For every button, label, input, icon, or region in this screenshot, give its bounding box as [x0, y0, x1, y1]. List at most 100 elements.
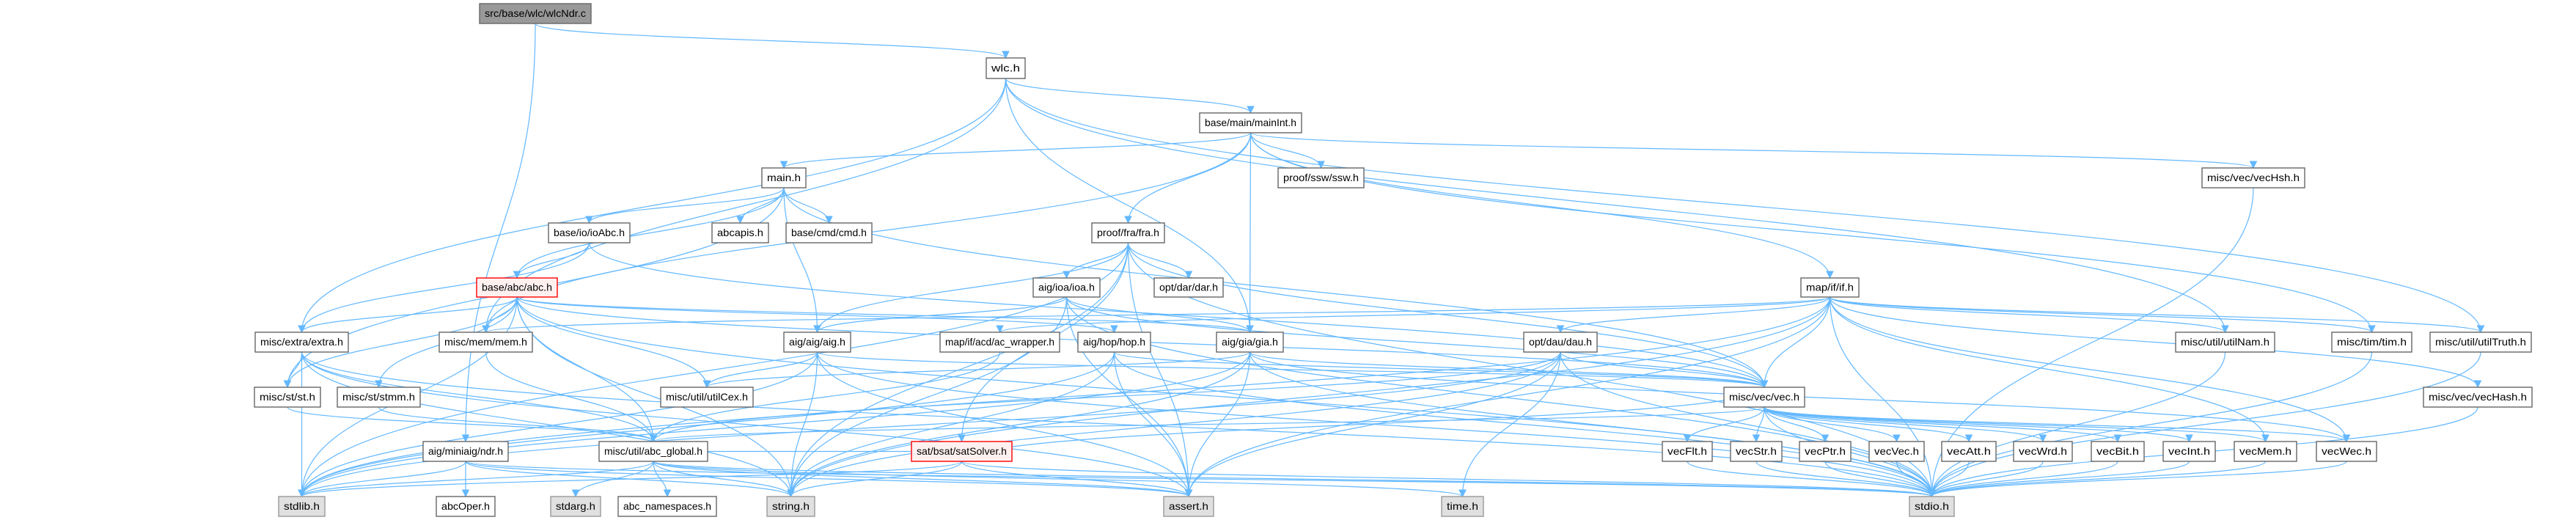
node-ioAbc[interactable]: base/io/ioAbc.h	[548, 222, 631, 243]
node-box[interactable]	[785, 222, 873, 243]
node-box[interactable]	[1799, 441, 1852, 462]
node-fra[interactable]: proof/fra/fra.h	[1091, 222, 1165, 243]
node-box[interactable]	[1277, 167, 1365, 188]
node-dar[interactable]: opt/dar/dar.h	[1153, 277, 1224, 298]
node-stdlib[interactable]: stdlib.h	[278, 496, 326, 517]
node-box[interactable]	[1199, 112, 1302, 133]
node-box[interactable]	[2162, 441, 2216, 462]
node-hop[interactable]: aig/hop/hop.h	[1077, 332, 1151, 353]
node-box[interactable]	[1163, 496, 1214, 517]
node-gia[interactable]: aig/gia/gia.h	[1216, 332, 1284, 353]
node-vecInt[interactable]: vecInt.h	[2162, 441, 2216, 462]
node-satSolver[interactable]: sat/bsat/satSolver.h	[911, 441, 1013, 462]
node-tim[interactable]: misc/tim/tim.h	[2331, 332, 2412, 353]
node-box[interactable]	[711, 222, 769, 243]
node-utilTruth[interactable]: misc/util/utilTruth.h	[2429, 332, 2532, 353]
node-acw[interactable]: map/if/acd/ac_wrapper.h	[939, 332, 1060, 353]
node-vecBit[interactable]: vecBit.h	[2091, 441, 2145, 462]
node-box[interactable]	[422, 441, 509, 462]
node-stdarg[interactable]: stdarg.h	[550, 496, 601, 517]
node-box[interactable]	[254, 332, 349, 353]
node-utilNam[interactable]: misc/util/utilNam.h	[2175, 332, 2275, 353]
node-if[interactable]: map/if/if.h	[1800, 277, 1860, 298]
node-box[interactable]	[766, 496, 815, 517]
node-vecAtt[interactable]: vecAtt.h	[1941, 441, 1997, 462]
node-box[interactable]	[2316, 441, 2377, 462]
node-abcapis[interactable]: abcapis.h	[711, 222, 769, 243]
node-box[interactable]	[939, 332, 1060, 353]
node-box[interactable]	[617, 496, 717, 517]
node-box[interactable]	[476, 277, 558, 298]
node-extra[interactable]: misc/extra/extra.h	[254, 332, 349, 353]
node-box[interactable]	[337, 387, 421, 408]
node-cmd[interactable]: base/cmd/cmd.h	[785, 222, 873, 243]
node-mem[interactable]: misc/mem/mem.h	[438, 332, 533, 353]
node-dau[interactable]: opt/dau/dau.h	[1523, 332, 1598, 353]
node-box[interactable]	[761, 167, 807, 188]
node-vecWrd[interactable]: vecWrd.h	[2013, 441, 2073, 462]
node-wlcNdr[interactable]: src/base/wlc/wlcNdr.c	[479, 3, 592, 24]
node-time[interactable]: time.h	[1441, 496, 1484, 517]
node-box[interactable]	[1032, 277, 1101, 298]
node-vecWec[interactable]: vecWec.h	[2316, 441, 2377, 462]
node-box[interactable]	[2201, 167, 2305, 188]
node-assert[interactable]: assert.h	[1163, 496, 1214, 517]
node-ioa[interactable]: aig/ioa/ioa.h	[1032, 277, 1101, 298]
node-box[interactable]	[1077, 332, 1151, 353]
node-box[interactable]	[548, 222, 631, 243]
node-box[interactable]	[1868, 441, 1925, 462]
node-box[interactable]	[986, 57, 1026, 79]
node-abc[interactable]: base/abc/abc.h	[476, 277, 558, 298]
node-vecHsh[interactable]: misc/vec/vecHsh.h	[2201, 167, 2305, 188]
node-box[interactable]	[1800, 277, 1860, 298]
node-vecPtr[interactable]: vecPtr.h	[1799, 441, 1852, 462]
node-box[interactable]	[783, 332, 851, 353]
node-box[interactable]	[436, 496, 496, 517]
node-box[interactable]	[1216, 332, 1284, 353]
node-box[interactable]	[598, 441, 708, 462]
node-box[interactable]	[1523, 332, 1598, 353]
node-box[interactable]	[2234, 441, 2297, 462]
node-box[interactable]	[1153, 277, 1224, 298]
node-mainInt[interactable]: base/main/mainInt.h	[1199, 112, 1302, 133]
node-stdio[interactable]: stdio.h	[1909, 496, 1955, 517]
node-box[interactable]	[2331, 332, 2412, 353]
node-box[interactable]	[254, 387, 321, 408]
node-box[interactable]	[911, 441, 1013, 462]
node-box[interactable]	[438, 332, 533, 353]
node-box[interactable]	[1091, 222, 1165, 243]
node-box[interactable]	[2429, 332, 2532, 353]
node-vecHash[interactable]: misc/vec/vecHash.h	[2423, 387, 2533, 408]
node-abcGlobal[interactable]: misc/util/abc_global.h	[598, 441, 708, 462]
node-aig[interactable]: aig/aig/aig.h	[783, 332, 851, 353]
node-box[interactable]	[2091, 441, 2145, 462]
node-box[interactable]	[2013, 441, 2073, 462]
node-stmm[interactable]: misc/st/stmm.h	[337, 387, 421, 408]
node-box[interactable]	[1730, 441, 1783, 462]
node-ssw[interactable]: proof/ssw/ssw.h	[1277, 167, 1365, 188]
node-box[interactable]	[1909, 496, 1955, 517]
node-ndr[interactable]: aig/miniaig/ndr.h	[422, 441, 509, 462]
node-box[interactable]	[660, 387, 754, 408]
node-vecVec[interactable]: vecVec.h	[1868, 441, 1925, 462]
node-box[interactable]	[278, 496, 326, 517]
node-main[interactable]: main.h	[761, 167, 807, 188]
node-vecStr[interactable]: vecStr.h	[1730, 441, 1783, 462]
node-vecMem[interactable]: vecMem.h	[2234, 441, 2297, 462]
node-abcOper[interactable]: abcOper.h	[436, 496, 496, 517]
node-vec[interactable]: misc/vec/vec.h	[1723, 387, 1805, 408]
node-string[interactable]: string.h	[766, 496, 815, 517]
node-box[interactable]	[1723, 387, 1805, 408]
node-box[interactable]	[479, 3, 592, 24]
node-vecFlt[interactable]: vecFlt.h	[1662, 441, 1713, 462]
node-utilCex[interactable]: misc/util/utilCex.h	[660, 387, 754, 408]
node-st[interactable]: misc/st/st.h	[254, 387, 321, 408]
node-box[interactable]	[1941, 441, 1997, 462]
node-wlc[interactable]: wlc.h	[986, 57, 1026, 79]
node-box[interactable]	[2423, 387, 2533, 408]
node-box[interactable]	[2175, 332, 2275, 353]
node-box[interactable]	[1441, 496, 1484, 517]
node-box[interactable]	[550, 496, 601, 517]
node-abcNs[interactable]: abc_namespaces.h	[617, 496, 717, 517]
node-box[interactable]	[1662, 441, 1713, 462]
